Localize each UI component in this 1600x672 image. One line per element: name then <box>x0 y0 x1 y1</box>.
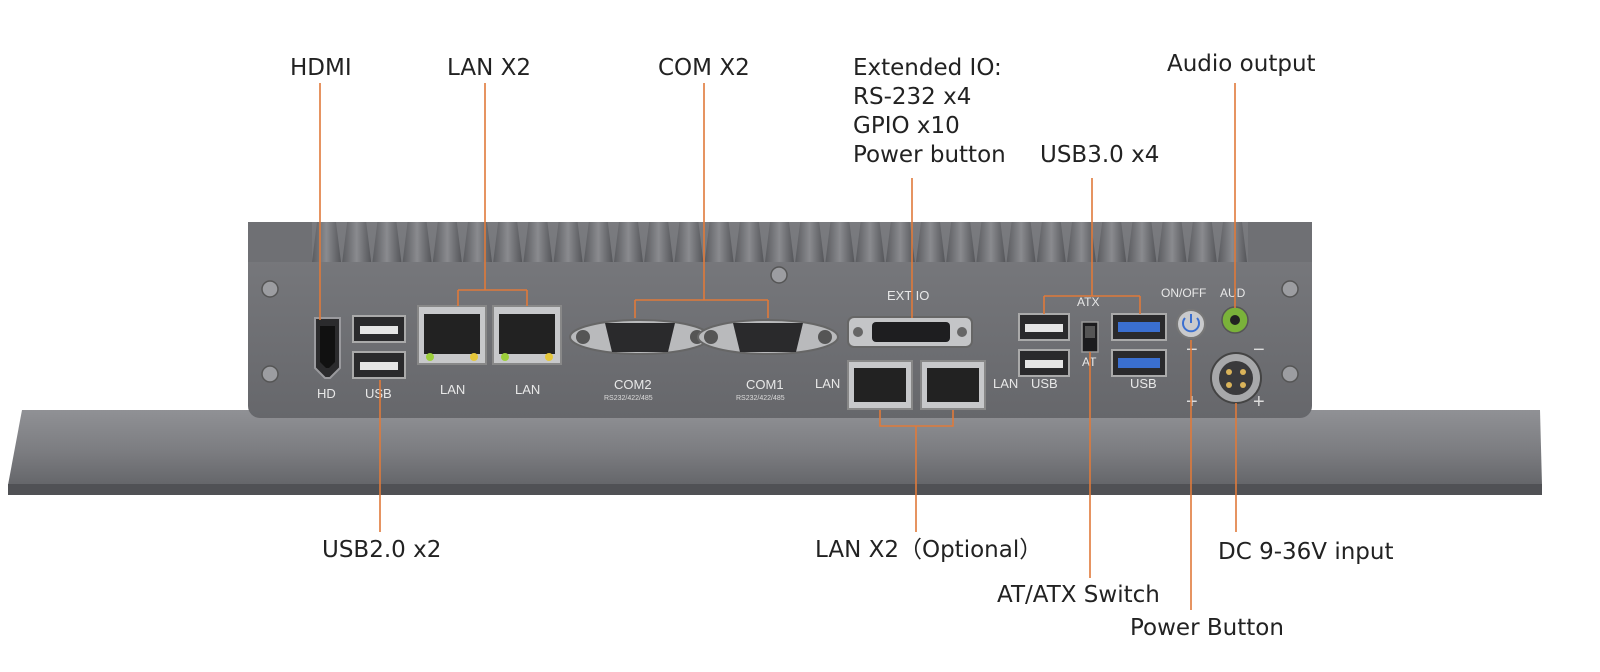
power-button <box>1176 309 1206 339</box>
heatsink-fin <box>916 222 945 262</box>
svg-text:+: + <box>1253 391 1265 413</box>
heatsink-fin <box>1036 222 1066 262</box>
panel-label-on-off: ON/OFF <box>1161 286 1206 300</box>
extended-io-line-2: RS-232 x4 <box>853 84 972 110</box>
leader-lines <box>319 83 1237 610</box>
heatsink-fin <box>372 222 402 262</box>
callout-usb20-x2: USB2.0 x2 <box>322 537 442 563</box>
svg-text:+: + <box>1186 391 1198 413</box>
heatsink-fin <box>342 222 372 262</box>
heatsink-fin <box>402 222 432 262</box>
screws <box>261 266 1299 383</box>
lan-ports <box>417 305 562 365</box>
hdmi-port <box>314 317 341 379</box>
leader-usb30 <box>1043 178 1141 314</box>
callout-extended-io: Extended IO: RS-232 x4 GPIO x10 Power bu… <box>853 54 1006 170</box>
heatsink-fin <box>312 222 341 262</box>
polarity-marks: − − + + <box>1186 339 1265 413</box>
usb3-ports <box>1111 313 1167 377</box>
usb-ports-mid <box>1018 313 1070 377</box>
heatsink-fin <box>463 222 492 262</box>
heatsink-fin <box>704 222 734 262</box>
heatsink-fin <box>1097 222 1127 262</box>
panel-label-lan1: LAN <box>440 382 465 397</box>
extended-io-line-4: Power button <box>853 142 1006 168</box>
at-atx-switch <box>1081 321 1099 353</box>
heatsink-fin <box>795 222 825 262</box>
callout-lan-x2: LAN X2 <box>447 55 531 81</box>
heatsink-fin <box>946 222 976 262</box>
panel-label-aud: AUD <box>1220 286 1246 300</box>
heatsink-fin <box>493 222 523 262</box>
heatsink-fin <box>1187 222 1217 262</box>
callout-dc-input: DC 9-36V input <box>1218 539 1394 565</box>
heatsink-fin <box>765 222 794 262</box>
callout-power-button: Power Button <box>1130 615 1284 641</box>
heatsink-fin <box>432 222 462 262</box>
heatsink-fin <box>553 222 583 262</box>
heatsink-fin <box>1006 222 1036 262</box>
extended-io-line-1: Extended IO: <box>853 55 1002 81</box>
panel-label-com1: COM1 <box>746 377 784 392</box>
heatsink-fin <box>1218 222 1247 262</box>
heatsink-fin <box>855 222 885 262</box>
svg-text:−: − <box>1253 339 1265 361</box>
heatsink-fin <box>1127 222 1157 262</box>
com-ports <box>569 319 839 355</box>
heatsink-fins <box>312 222 1247 262</box>
heatsink-fin <box>523 222 553 262</box>
usb2-ports <box>352 315 406 379</box>
leader-com <box>634 83 769 318</box>
panel-label-lan2: LAN <box>515 382 540 397</box>
ext-io-connector <box>847 316 973 348</box>
svg-text:−: − <box>1186 339 1198 361</box>
panel-label-lan-opt-right: LAN <box>993 376 1018 391</box>
panel-label-usb-left: USB <box>365 386 392 401</box>
audio-jack <box>1221 306 1249 334</box>
callout-at-atx-switch: AT/ATX Switch <box>997 582 1160 608</box>
heatsink-fin <box>734 222 764 262</box>
heatsink-fin <box>885 222 915 262</box>
leader-lan-opt <box>879 410 954 532</box>
callout-audio-output: Audio output <box>1167 51 1316 77</box>
display-bezel <box>8 410 1542 495</box>
panel-label-atx: ATX <box>1077 295 1099 309</box>
heatsink-fin <box>614 222 643 262</box>
heatsink-fin <box>674 222 704 262</box>
heatsink-fin <box>583 222 613 262</box>
panel-label-ext-io: EXT IO <box>887 288 929 303</box>
heatsink-fin <box>1157 222 1187 262</box>
panel-label-usb-right: USB <box>1130 376 1157 391</box>
panel-label-com2: COM2 <box>614 377 652 392</box>
panel-label-hd: HD <box>317 386 336 401</box>
lan-optional-ports <box>847 360 986 410</box>
panel-label-com1-sub: RS232/422/485 <box>736 395 785 402</box>
panel-label-usb-mid: USB <box>1031 376 1058 391</box>
heatsink-fin <box>976 222 1006 262</box>
heatsink-fin <box>1067 222 1096 262</box>
callout-com-x2: COM X2 <box>658 55 750 81</box>
heatsink-fin <box>644 222 674 262</box>
callout-hdmi: HDMI <box>290 55 352 81</box>
dc-input-connector <box>1210 352 1262 404</box>
callout-usb30-x4: USB3.0 x4 <box>1040 142 1160 168</box>
callout-lan-x2-optional: LAN X2（Optional） <box>815 537 1043 563</box>
leader-lan-top <box>457 83 528 306</box>
panel-label-com2-sub: RS232/422/485 <box>604 395 653 402</box>
panel-label-lan-opt-left: LAN <box>815 376 840 391</box>
heatsink-fin <box>825 222 855 262</box>
extended-io-line-3: GPIO x10 <box>853 113 960 139</box>
